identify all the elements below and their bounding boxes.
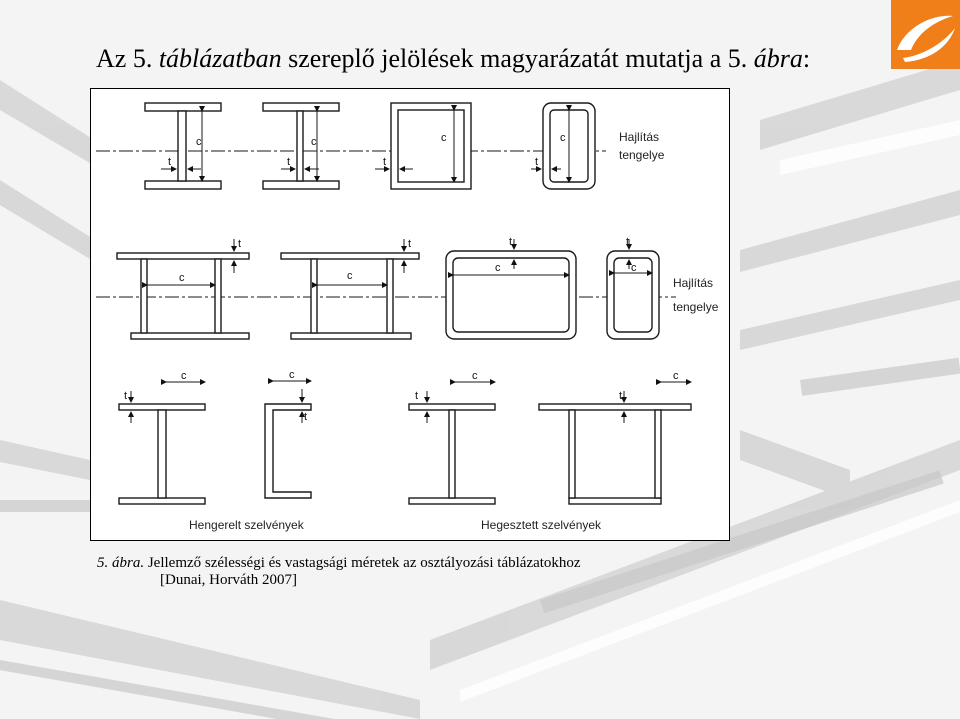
label-c: c	[311, 136, 317, 148]
axis-label-line2: tengelye	[673, 300, 719, 314]
label-t: t	[415, 390, 418, 402]
label-t: t	[304, 411, 307, 423]
rolled-i-section-narrow	[262, 102, 340, 190]
rolled-sections-label: Hengerelt szelvények	[189, 518, 305, 532]
label-c: c	[347, 270, 353, 282]
rolled-rhs-section	[531, 102, 596, 190]
welded-wide-box-section	[445, 239, 577, 340]
welded-sections-label: Hegesztett szelvények	[481, 518, 602, 532]
label-c: c	[631, 262, 637, 274]
rolled-i-section-outstand	[118, 379, 206, 505]
axis-label-line2: tengelye	[619, 148, 665, 162]
rolled-box-section	[375, 102, 472, 190]
rolled-i-section-wide	[144, 102, 222, 190]
label-t: t	[535, 156, 538, 168]
axis-label-line1: Hajlítás	[673, 276, 713, 290]
label-c: c	[560, 132, 566, 144]
label-c: c	[179, 272, 185, 284]
caption-text: Jellemző szélességi és vastagsági mérete…	[147, 555, 581, 571]
figure-caption: 5. ábra. Jellemző szélességi és vastagsá…	[97, 554, 581, 572]
label-t: t	[383, 156, 386, 168]
rolled-channel-section	[264, 378, 312, 499]
label-t: t	[124, 390, 127, 402]
welded-twin-web-section-2	[280, 239, 420, 340]
label-c: c	[472, 370, 478, 382]
label-c: c	[181, 370, 187, 382]
brand-logo	[891, 0, 960, 69]
slide-title: Az 5. táblázatban szereplő jelölések mag…	[96, 44, 811, 73]
label-c: c	[289, 369, 295, 381]
cross-section-diagram: c t c t c t c t c t c t c t c t c t c t …	[96, 102, 719, 532]
label-t: t	[509, 236, 512, 248]
label-c: c	[441, 132, 447, 144]
welded-twin-web-section-1	[116, 239, 250, 340]
welded-i-section	[408, 379, 496, 505]
label-c: c	[495, 262, 501, 274]
welded-box-overhang-section	[538, 379, 692, 505]
label-c: c	[673, 370, 679, 382]
caption-prefix: 5. ábra.	[97, 555, 145, 571]
label-t: t	[287, 156, 290, 168]
welded-tall-box-section	[606, 239, 660, 340]
label-t: t	[238, 238, 241, 250]
figure-frame: c t c t c t c t c t c t c t c t c t c t …	[90, 88, 730, 541]
label-t: t	[168, 156, 171, 168]
label-c: c	[196, 136, 202, 148]
label-t: t	[626, 236, 629, 248]
label-t: t	[408, 238, 411, 250]
label-t: t	[619, 390, 622, 402]
figure-source: [Dunai, Horváth 2007]	[160, 572, 298, 588]
axis-label-line1: Hajlítás	[619, 130, 659, 144]
